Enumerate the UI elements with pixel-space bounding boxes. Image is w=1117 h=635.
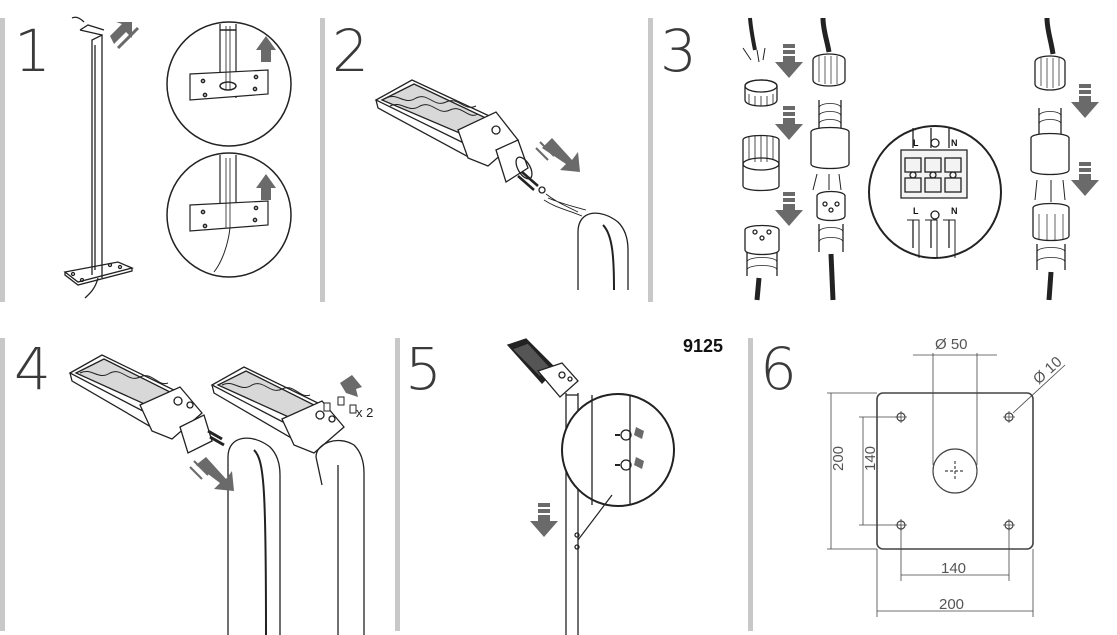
arrow-icon	[775, 192, 803, 226]
step-number-5: 5	[405, 335, 442, 403]
dimension-inner-width: 140	[941, 560, 966, 577]
arrow-icon	[775, 106, 803, 140]
dimension-screw-diameter: Ø 10	[1030, 353, 1066, 387]
arrow-icon	[775, 44, 803, 78]
panel-divider	[0, 18, 5, 302]
arrow-icon	[196, 457, 234, 491]
dimension-outer-height: 200	[830, 446, 847, 471]
terminal-label-n: N	[951, 138, 958, 148]
panel-divider	[0, 338, 5, 631]
terminal-label-l: L	[913, 138, 919, 148]
step3-illustration: L N L N	[742, 17, 1099, 301]
panel-divider	[648, 18, 653, 302]
step6-base-plate-drawing: Ø 50 Ø 10 200 140 140 200	[827, 336, 1066, 617]
arrow-icon	[110, 22, 132, 44]
rotate-icon	[634, 457, 644, 469]
step2-illustration	[374, 79, 629, 291]
step-number-3: 3	[660, 17, 697, 85]
step4-illustration: x 2	[68, 354, 373, 635]
panel-divider	[320, 18, 325, 302]
arrow-icon	[261, 188, 271, 200]
quantity-label: x 2	[356, 405, 373, 420]
arrow-icon	[261, 50, 271, 62]
step-number-1: 1	[14, 17, 51, 85]
dimension-hole-diameter: Ø 50	[935, 336, 968, 353]
rotate-icon	[634, 427, 644, 439]
arrow-icon	[1071, 84, 1099, 118]
dimension-inner-height: 140	[862, 446, 879, 471]
step1-illustration	[63, 16, 292, 299]
arrow-icon	[1071, 162, 1099, 196]
step-number-4: 4	[14, 335, 51, 403]
dimension-outer-width: 200	[939, 596, 964, 613]
step5-illustration	[506, 338, 675, 635]
terminal-label-n: N	[951, 206, 958, 216]
arrow-icon	[530, 503, 558, 537]
product-code: 9125	[683, 336, 724, 356]
panel-divider	[395, 338, 400, 631]
step-number-2: 2	[332, 17, 369, 85]
arrow-icon	[542, 138, 580, 172]
panel-divider	[748, 338, 753, 631]
rotate-icon	[340, 375, 362, 397]
step-number-6: 6	[760, 335, 797, 403]
terminal-label-l: L	[913, 206, 919, 216]
